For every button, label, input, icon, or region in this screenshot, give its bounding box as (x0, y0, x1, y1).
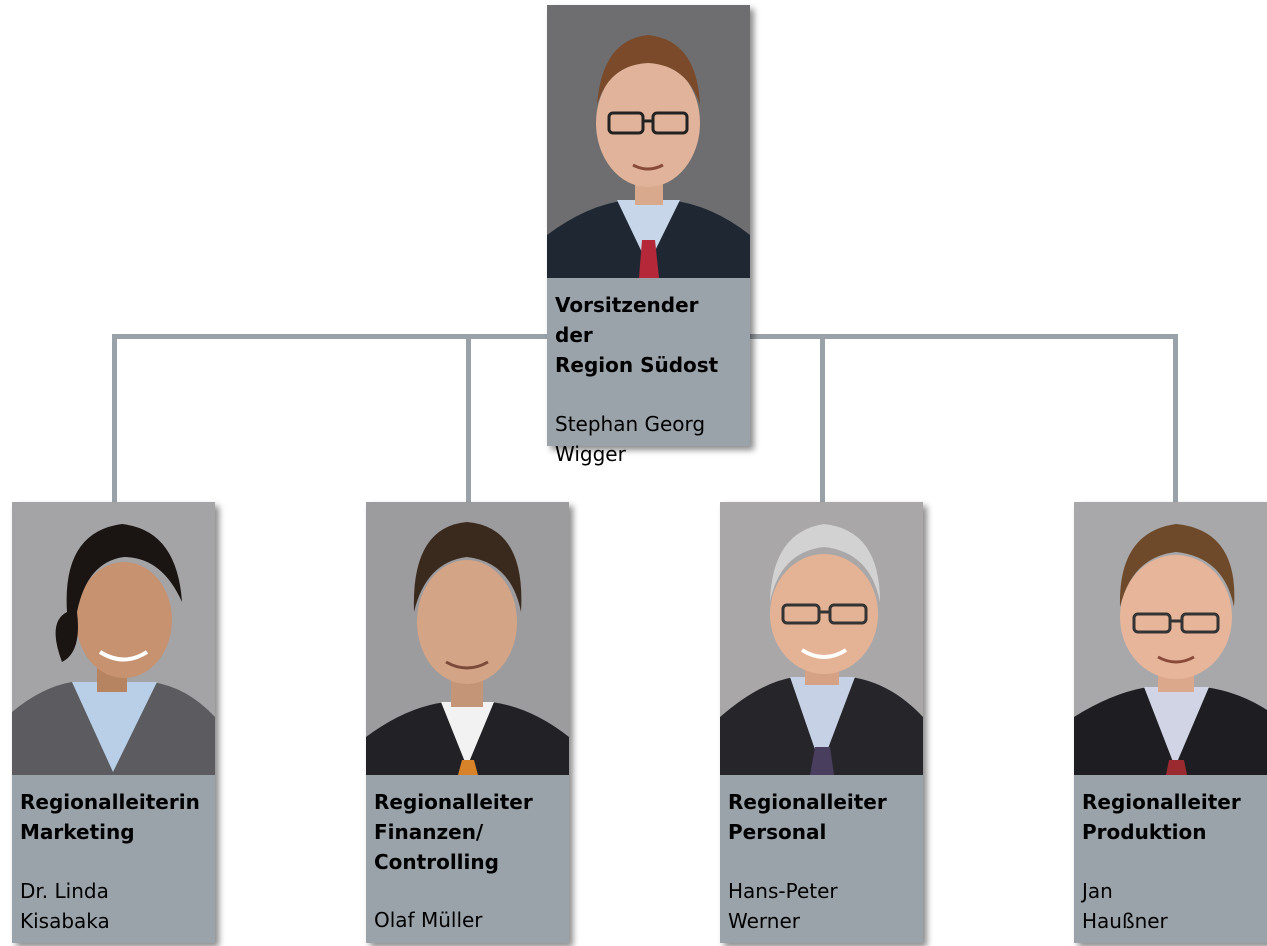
org-card-production: Regionalleiter Produktion Jan Haußner (1074, 502, 1267, 943)
role-title: Regionalleiterin Marketing (20, 790, 200, 844)
connector-drop-2 (466, 334, 471, 502)
role-title: Regionalleiter Personal (728, 790, 887, 844)
caption-finance: Regionalleiter Finanzen/ Controlling Ola… (366, 775, 569, 943)
portrait-marketing (12, 502, 215, 775)
connector-drop-3 (820, 334, 825, 502)
connector-drop-4 (1173, 334, 1178, 502)
org-card-finance: Regionalleiter Finanzen/ Controlling Ola… (366, 502, 569, 943)
role-title: Regionalleiter Finanzen/ Controlling (374, 790, 533, 874)
role-title: Regionalleiter Produktion (1082, 790, 1241, 844)
portrait-personnel (720, 502, 923, 775)
caption-marketing: Regionalleiterin Marketing Dr. Linda Kis… (12, 775, 215, 943)
portrait-production (1074, 502, 1267, 775)
person-name: Stephan Georg Wigger (555, 412, 706, 466)
org-card-personnel: Regionalleiter Personal Hans-Peter Werne… (720, 502, 923, 943)
portrait-finance (366, 502, 569, 775)
person-name: Hans-Peter Werner (728, 879, 838, 933)
role-title: Vorsitzender der Region Südost (555, 293, 719, 377)
connector-drop-1 (112, 334, 117, 502)
person-name: Jan Haußner (1082, 879, 1168, 933)
org-card-chair: Vorsitzender der Region Südost Stephan G… (547, 5, 750, 466)
caption-production: Regionalleiter Produktion Jan Haußner (1074, 775, 1267, 943)
person-name: Olaf Müller (374, 908, 483, 932)
caption-personnel: Regionalleiter Personal Hans-Peter Werne… (720, 775, 923, 943)
org-card-marketing: Regionalleiterin Marketing Dr. Linda Kis… (12, 502, 215, 943)
portrait-chair (547, 5, 750, 278)
person-name: Dr. Linda Kisabaka (20, 879, 110, 933)
caption-chair: Vorsitzender der Region Südost Stephan G… (547, 278, 750, 466)
